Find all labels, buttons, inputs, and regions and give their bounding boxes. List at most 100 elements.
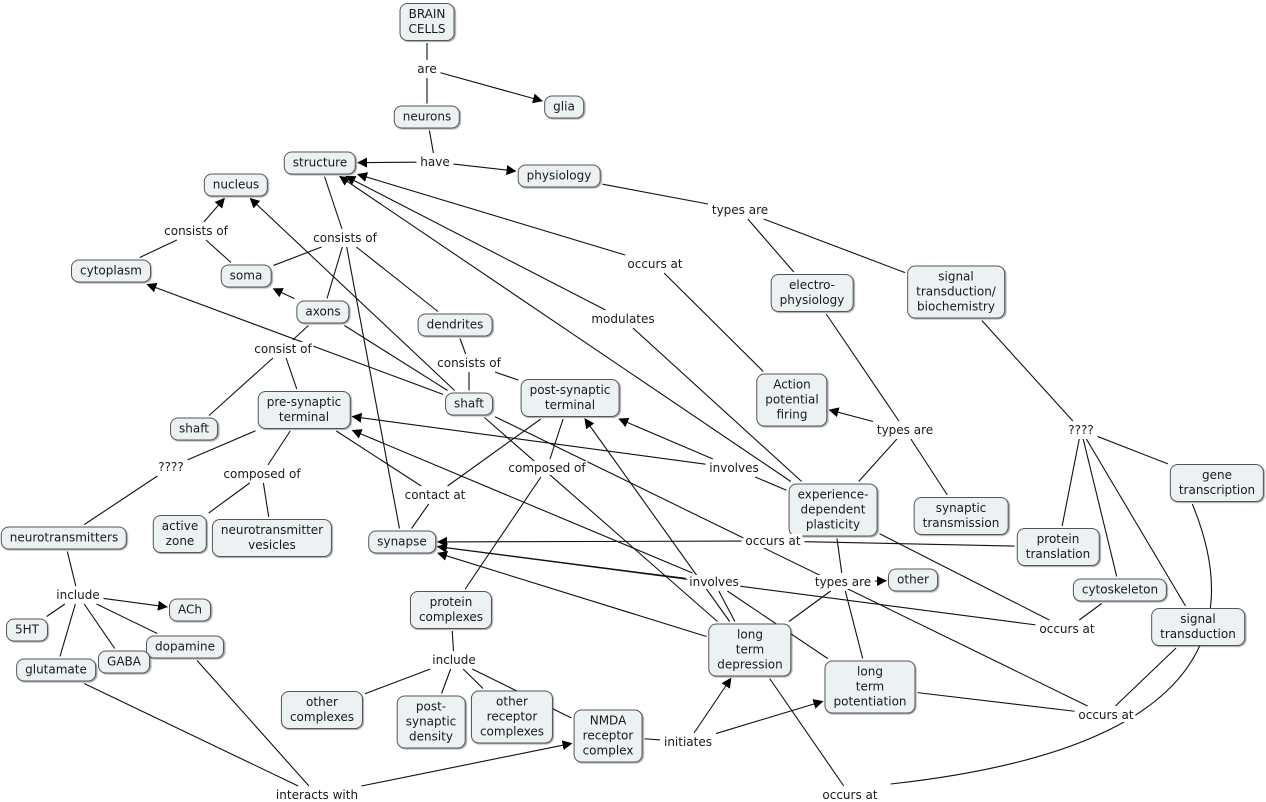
connector-soma-l_cons_nuc [205,239,232,263]
concept-node-nucleus[interactable]: nucleus [203,173,269,197]
concept-node-nmda[interactable]: NMDA receptor complex [573,709,643,763]
connector-sigtrans-l_occurs4 [1115,647,1177,707]
connector-edp-l_involves1 [754,476,787,491]
connector-l_q2-sigtrans [1085,438,1187,607]
connector-l_types1-electro [747,218,795,273]
concept-node-othercomp[interactable]: other complexes [280,691,364,729]
link-label-l_types1: types are [709,203,771,217]
connector-l_types2-edp [858,438,898,482]
concept-node-brain[interactable]: BRAIN CELLS [399,3,455,41]
connector-prottrans-l_occurs2 [804,541,1015,547]
connector-neurons-l_have [428,130,434,154]
connector-l_initiates-ltp [715,699,824,735]
link-label-l_cons_nuc: consists of [162,224,230,238]
concept-node-glia[interactable]: glia [544,95,584,119]
concept-node-otherrec[interactable]: other receptor complexes [470,690,554,744]
concept-node-cyto[interactable]: cytoskeleton [1072,578,1168,602]
connector-l_cons_struct-axons [326,246,343,299]
concept-node-glutamate[interactable]: glutamate [16,658,96,682]
connector-edp-l_occurs3 [879,533,1050,621]
connector-l_contact-synapse [411,503,430,529]
connector-l_cons_struct-dendrites [356,246,439,312]
connector-l_have-structure [357,157,417,168]
connector-l_q2-prottrans [1061,438,1080,527]
connector-nmda-l_initiates [644,738,661,741]
connector-l_cons_nuc-cytoplasm [139,239,178,258]
link-label-l_include2: include [430,653,478,667]
connector-l_types2-syntrans [910,438,948,496]
connector-l_include2-psd [441,668,452,694]
connector-l_modulates-structure [345,176,606,311]
concept-node-neurotrans[interactable]: neurotransmitters [0,526,128,550]
connector-ltp-l_occurs4 [917,692,1075,712]
link-label-l_contact: contact at [402,488,468,502]
connector-gene-l_occurs5 [890,503,1212,785]
link-label-l_occurs1: occurs at [625,257,685,271]
connector-l_cons_den-postsyn [494,371,519,381]
connector-neurotrans-l_include1 [66,551,77,587]
concept-node-protcomp[interactable]: protein complexes [409,591,493,629]
connector-l_q2-gene [1097,435,1169,465]
concept-node-ltp[interactable]: long term potentiation [824,660,916,714]
concept-node-shaft2[interactable]: shaft [445,392,493,416]
link-label-l_include1: include [54,588,102,602]
concept-node-sigbio[interactable]: signal transduction/ biochemistry [907,265,1005,319]
connector-apf-l_occurs1 [663,272,764,372]
concept-node-structure[interactable]: structure [283,151,357,175]
connector-shaft2-cytoplasm [146,282,444,395]
connector-l_include1-glutamate [59,603,76,657]
concept-node-neurons[interactable]: neurons [393,105,461,129]
connector-postsyn-l_contact [447,418,542,487]
concept-node-active[interactable]: active zone [152,515,208,553]
concept-node-ltd[interactable]: long term depression [708,623,792,677]
connector-l_include2-otherrec [462,668,484,689]
concept-node-dopamine[interactable]: dopamine [146,635,224,659]
concept-node-syntrans[interactable]: synaptic transmission [913,497,1009,535]
connector-electro-l_types2 [825,313,900,422]
concept-node-prottrans[interactable]: protein translation [1016,528,1100,566]
link-label-l_modulates: modulates [589,312,657,326]
concept-node-axons[interactable]: axons [296,300,350,324]
link-label-l_are: are [415,62,439,76]
concept-node-sigtrans[interactable]: signal transduction [1151,608,1245,646]
concept-node-electro[interactable]: electro- physiology [770,274,854,312]
concept-node-5ht[interactable]: 5HT [6,618,48,642]
concept-node-presyn[interactable]: pre-synaptic terminal [257,391,351,429]
link-label-l_composed1: composed of [221,467,303,481]
concept-node-shaft1[interactable]: shaft [170,417,218,441]
concept-node-physiology[interactable]: physiology [517,164,601,188]
connector-l_involves1-presyn [351,412,706,465]
connector-edp-l_types3 [836,538,843,574]
concept-node-postsyn[interactable]: post-synaptic terminal [520,379,620,417]
concept-node-soma[interactable]: soma [220,264,272,288]
concept-node-gene[interactable]: gene transcription [1169,464,1265,502]
concept-node-apf[interactable]: Action potential firing [756,373,828,427]
connector-presyn-l_composed1 [267,430,291,466]
link-label-l_involves1: involves [707,461,761,475]
link-label-l_involves2: involves [687,575,741,589]
connector-axons-l_consist_ax [292,325,309,341]
connector-l_involves2-presyn [351,429,693,574]
connector-l_types2-apf [828,407,874,423]
connector-l_cons_nuc-nucleus [203,197,225,223]
connector-presyn-l_contact [336,430,422,487]
link-label-l_types3: types are [812,575,874,589]
concept-node-cytoplasm[interactable]: cytoplasm [71,259,151,283]
concept-node-ach[interactable]: ACh [169,598,211,622]
concept-node-dendrites[interactable]: dendrites [417,313,493,337]
connector-edp-structure [339,175,792,482]
concept-node-edp[interactable]: experience- dependent plasticity [788,483,878,537]
connector-l_q2-cyto [1082,438,1118,577]
connector-shaft2-ltd [484,417,718,622]
concept-node-gaba[interactable]: GABA [98,650,150,674]
connector-postsyn-l_composed2 [549,418,564,460]
connector-structure-l_cons_struct [323,176,343,230]
connector-l_occurs1-structure [357,172,626,256]
concept-node-other[interactable]: other [888,568,938,592]
link-label-l_q2: ???? [1066,423,1096,437]
concept-node-vesicles[interactable]: neurotransmitter vesicles [211,519,333,557]
concept-node-psd[interactable]: post- synaptic density [396,695,466,749]
concept-node-synapse[interactable]: synapse [368,530,436,554]
